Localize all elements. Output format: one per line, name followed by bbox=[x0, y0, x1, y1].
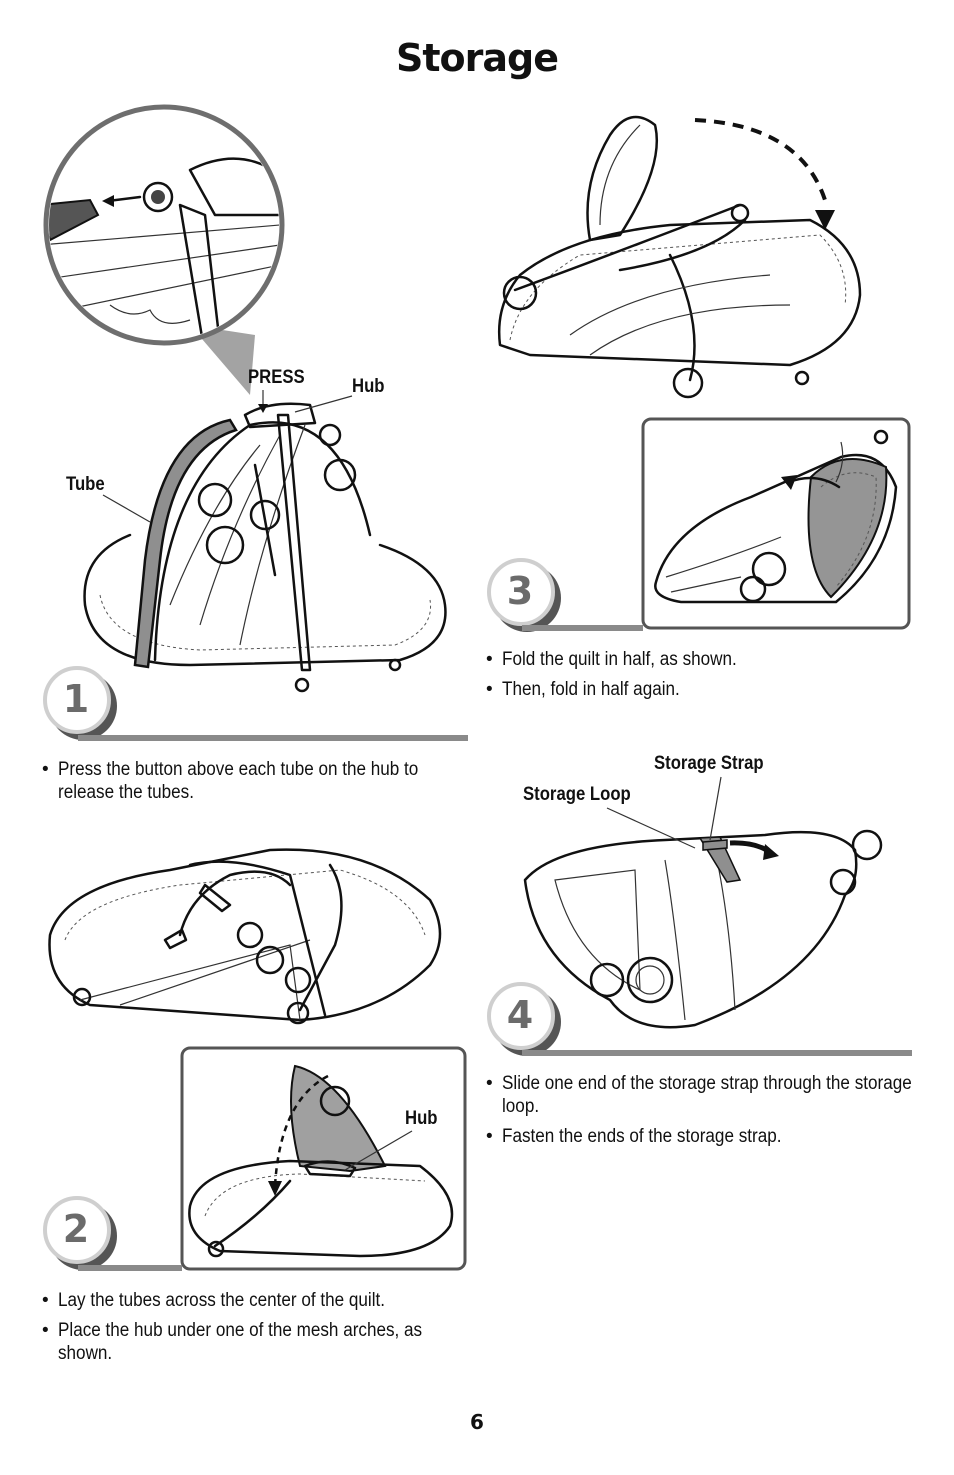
storage-loop-label: Storage Loop bbox=[523, 784, 631, 805]
step1-instructions: Press the button above each tube on the … bbox=[42, 758, 472, 811]
step1-badge: 1 bbox=[43, 666, 123, 746]
step1-illustration bbox=[43, 104, 447, 693]
step4-bullet: Slide one end of the storage strap throu… bbox=[486, 1072, 916, 1118]
step4-number: 4 bbox=[506, 993, 534, 1037]
step3-bullet: Fold the quilt in half, as shown. bbox=[486, 648, 916, 671]
step1-number: 1 bbox=[62, 677, 90, 721]
step2-instructions: Lay the tubes across the center of the q… bbox=[42, 1289, 472, 1372]
step2-hub-label: Hub bbox=[405, 1108, 438, 1129]
step2-bullet: Lay the tubes across the center of the q… bbox=[42, 1289, 472, 1312]
step3-inset-illustration bbox=[641, 417, 911, 630]
tube-label: Tube bbox=[66, 474, 105, 495]
press-label: PRESS bbox=[248, 367, 305, 388]
step2-bullet: Place the hub under one of the mesh arch… bbox=[42, 1319, 472, 1365]
step3-instructions: Fold the quilt in half, as shown. Then, … bbox=[486, 648, 916, 708]
step1-bullet: Press the button above each tube on the … bbox=[42, 758, 472, 804]
step4-illustration bbox=[523, 829, 883, 1029]
step4-badge: 4 bbox=[487, 982, 567, 1062]
step2-top-illustration bbox=[48, 848, 442, 1025]
step2-badge: 2 bbox=[43, 1196, 123, 1276]
step3-top-illustration bbox=[498, 115, 862, 399]
page-number: 6 bbox=[470, 1410, 484, 1434]
page-title: Storage bbox=[396, 36, 559, 80]
step2-inset-illustration bbox=[180, 1046, 467, 1271]
step3-badge: 3 bbox=[487, 558, 567, 638]
storage-strap-label: Storage Strap bbox=[654, 753, 764, 774]
step3-bullet: Then, fold in half again. bbox=[486, 678, 916, 701]
step4-instructions: Slide one end of the storage strap throu… bbox=[486, 1072, 916, 1155]
step4-bullet: Fasten the ends of the storage strap. bbox=[486, 1125, 916, 1148]
hub-label: Hub bbox=[352, 376, 385, 397]
step2-number: 2 bbox=[62, 1207, 90, 1251]
step3-number: 3 bbox=[506, 569, 534, 613]
